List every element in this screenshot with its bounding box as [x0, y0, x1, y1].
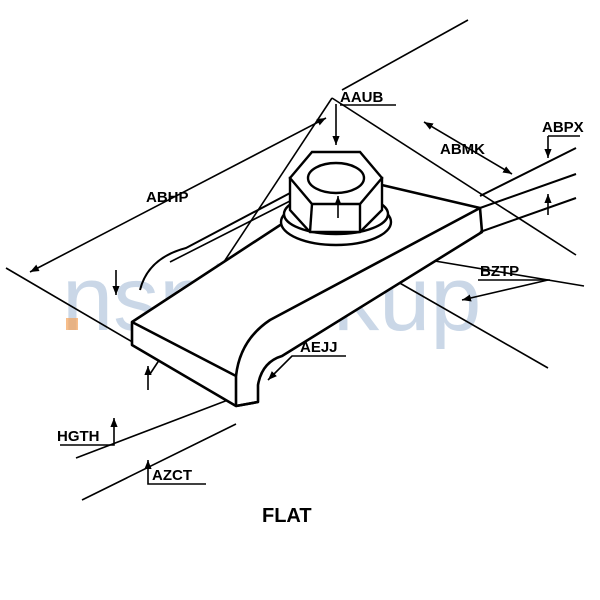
abmk-right-extension: [331, 97, 577, 256]
labels: AAUB ABPX ABMK ABHP BZTP AEJJ HGTH AZCT: [57, 89, 584, 484]
bztp-arrow: [461, 279, 549, 302]
rail: [479, 147, 577, 233]
label-azct: AZCT: [152, 467, 192, 484]
watermark-dot: [66, 318, 78, 330]
rail-top: [479, 147, 577, 197]
label-abhp: ABHP: [146, 189, 189, 206]
hex-nut: [279, 150, 393, 247]
plate-bottom-edge: [235, 400, 259, 408]
label-hgth: HGTH: [57, 428, 100, 445]
azct-leader: [144, 460, 206, 485]
label-abmk: ABMK: [440, 141, 485, 158]
hgth-leader: [60, 418, 118, 446]
aejj-leader: [267, 355, 346, 381]
caption: FLAT: [262, 505, 312, 527]
plate-top-edge: [234, 206, 481, 377]
label-aaub: AAUB: [340, 89, 383, 106]
abhp-dimension: [29, 117, 327, 273]
rail-middle: [479, 173, 577, 209]
azct-extension: [81, 423, 237, 501]
aaub-extension-top: [341, 19, 469, 91]
abmk-dimension: [423, 121, 513, 175]
nut-hole: [306, 161, 366, 195]
label-bztp: BZTP: [480, 263, 519, 280]
bztp-left-extension: [383, 273, 549, 369]
rail-bottom: [479, 197, 577, 233]
label-abpx: ABPX: [542, 119, 584, 136]
dimension-arrows: [29, 104, 580, 485]
label-aejj: AEJJ: [300, 339, 338, 356]
hgth-extension: [75, 399, 229, 459]
